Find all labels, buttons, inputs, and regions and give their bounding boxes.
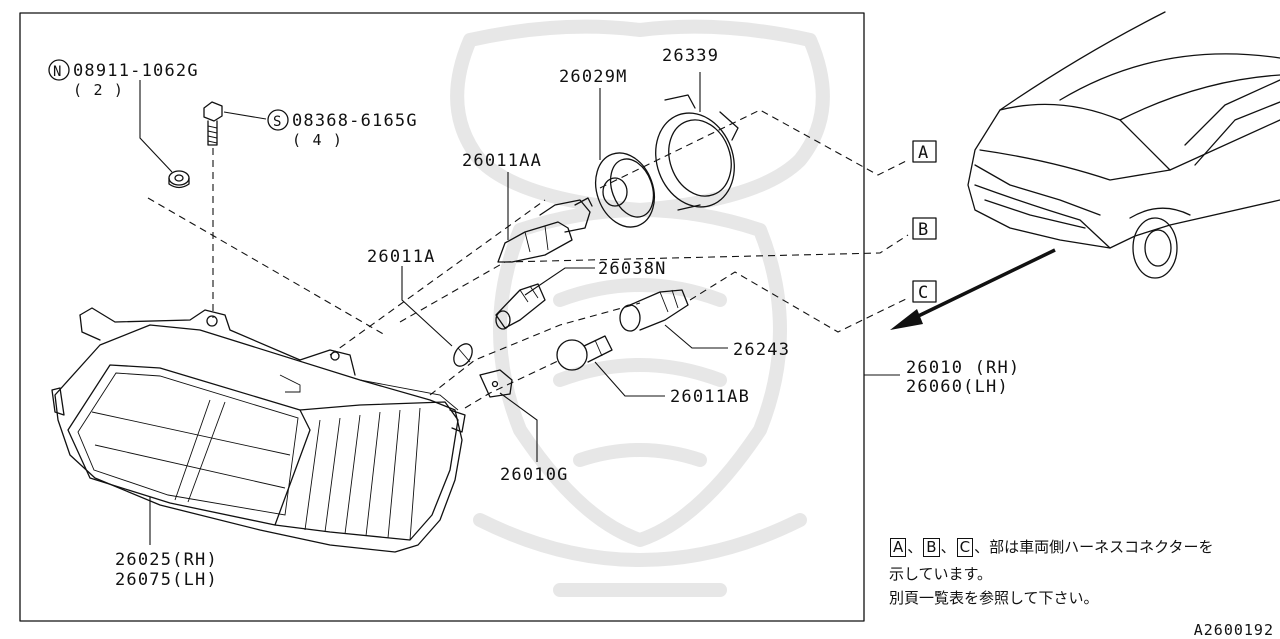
nut-callout: N 08911-1062G ( 2 ): [48, 59, 199, 99]
callout-arrow: [890, 248, 1056, 330]
clip-26010g: [479, 369, 513, 398]
diagram-code: A2600192: [1193, 621, 1274, 639]
bolt-quantity: ( 4 ): [292, 131, 343, 149]
part-label-nut: 08911-1062G: [73, 61, 199, 81]
part-label-assy-rh: 26010 (RH): [906, 358, 1020, 378]
part-label-26339: 26339: [662, 46, 719, 66]
note-line-3: 別頁一覧表を参照して下さい。: [889, 589, 1099, 607]
connector-a-label: A: [918, 143, 928, 163]
note-box-a: A: [890, 538, 907, 557]
bolt-prefix: S: [273, 114, 281, 130]
note-box-b: B: [923, 538, 940, 557]
part-label-bolt: 08368-6165G: [292, 111, 418, 131]
part-label-26010g: 26010G: [500, 465, 569, 485]
note-line-1: A、B、C、部は車両側ハーネスコネクターを: [889, 538, 1213, 557]
note-sep-1: 、: [907, 538, 923, 556]
socket-26243: [619, 289, 689, 332]
part-label-26011aa: 26011AA: [462, 151, 542, 171]
watermark-emblem: [450, 19, 830, 597]
nut-quantity: ( 2 ): [73, 81, 124, 99]
connector-b: B: [912, 217, 937, 240]
part-label-26243: 26243: [733, 340, 790, 360]
note-line-2: 示しています。: [889, 565, 993, 583]
part-label-assy-lh: 26060(LH): [906, 377, 1009, 397]
note-sep-2: 、: [940, 538, 956, 556]
bulb-26011aa: [497, 197, 593, 263]
bulb-26011ab: [556, 335, 613, 371]
connector-b-label: B: [918, 220, 928, 240]
socket-26038n: [495, 283, 546, 330]
note-line-1-text: 、部は車両側ハーネスコネクターを: [974, 538, 1214, 556]
car-sketch: [967, 11, 1280, 279]
part-label-26038n: 26038N: [598, 259, 667, 279]
part-label-lens-rh: 26025(RH): [115, 550, 218, 570]
part-label-26011a: 26011A: [367, 247, 436, 267]
connector-a: A: [912, 140, 937, 163]
note-box-c: C: [956, 538, 974, 557]
bulb-26011a: [453, 343, 473, 367]
nut-part: [168, 170, 190, 189]
socket-26029m: [595, 152, 655, 228]
retainer-26339: [655, 94, 739, 211]
guide-lines: [147, 109, 909, 409]
part-label-26029m: 26029M: [559, 67, 628, 87]
part-label-lens-lh: 26075(LH): [115, 570, 218, 590]
nut-prefix: N: [53, 64, 61, 80]
leader-lines: [139, 72, 900, 545]
diagram-frame: [19, 12, 865, 622]
bolt-callout: S 08368-6165G ( 4 ): [267, 109, 418, 149]
connector-c-label: C: [918, 283, 928, 303]
connector-c: C: [912, 280, 937, 303]
part-label-26011ab: 26011AB: [670, 387, 750, 407]
headlamp-assembly: [51, 307, 466, 553]
bolt-part: [203, 101, 223, 146]
